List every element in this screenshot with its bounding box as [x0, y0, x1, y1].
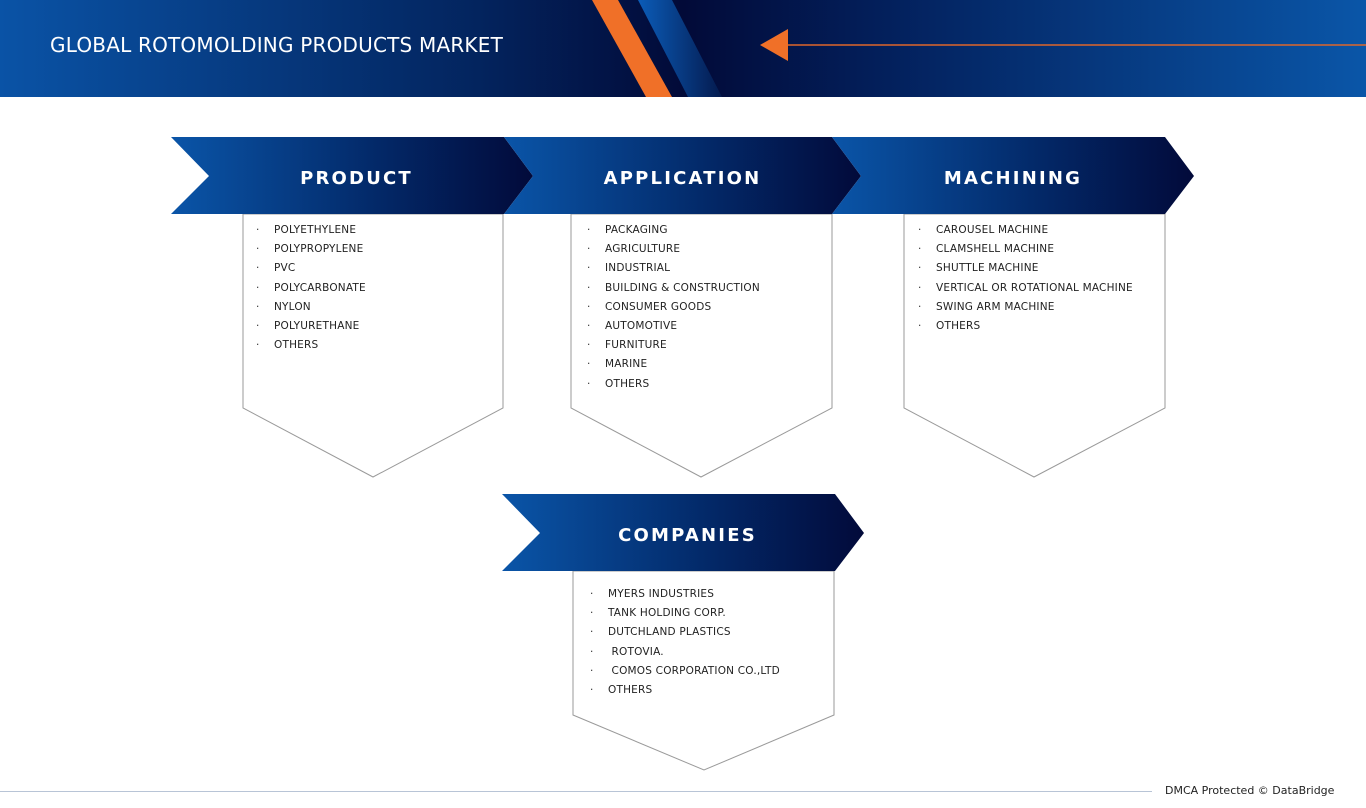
footer-copyright: DMCA Protected © DataBridge — [1165, 784, 1335, 797]
list-item: CLAMSHELL MACHINE — [918, 240, 1133, 259]
header-decoration — [592, 0, 1366, 97]
product-list: POLYETHYLENE POLYPROPYLENE PVC POLYCARBO… — [256, 221, 366, 356]
list-item: BUILDING & CONSTRUCTION — [587, 279, 760, 298]
list-item: NYLON — [256, 298, 366, 317]
list-item: COMOS CORPORATION CO.,LTD — [590, 662, 780, 681]
list-item: OTHERS — [590, 681, 780, 700]
list-item: MYERS INDUSTRIES — [590, 585, 780, 604]
list-item: ROTOVIA. — [590, 643, 780, 662]
list-item: TANK HOLDING CORP. — [590, 604, 780, 623]
application-chevron — [504, 137, 861, 214]
list-item: AUTOMOTIVE — [587, 317, 760, 336]
machining-heading: MACHINING — [943, 168, 1083, 189]
list-item: POLYURETHANE — [256, 317, 366, 336]
list-item: OTHERS — [918, 317, 1133, 336]
list-item: CONSUMER GOODS — [587, 298, 760, 317]
application-list: PACKAGING AGRICULTURE INDUSTRIAL BUILDIN… — [587, 221, 760, 394]
page-title: GLOBAL ROTOMOLDING PRODUCTS MARKET — [50, 33, 504, 57]
machining-list: CAROUSEL MACHINE CLAMSHELL MACHINE SHUTT… — [918, 221, 1133, 336]
list-item: OTHERS — [587, 375, 760, 394]
blue-stripe-decoration — [638, 0, 722, 97]
companies-chevron — [502, 494, 864, 571]
list-item: SWING ARM MACHINE — [918, 298, 1133, 317]
footer-divider — [0, 791, 1152, 792]
product-heading: PRODUCT — [300, 168, 413, 189]
list-item: DUTCHLAND PLASTICS — [590, 623, 780, 642]
list-item: PACKAGING — [587, 221, 760, 240]
application-heading: APPLICATION — [603, 168, 762, 189]
companies-list: MYERS INDUSTRIES TANK HOLDING CORP. DUTC… — [590, 585, 780, 700]
machining-chevron — [832, 137, 1194, 214]
header-banner: GLOBAL ROTOMOLDING PRODUCTS MARKET — [0, 0, 1366, 97]
product-chevron — [171, 137, 533, 214]
list-item: PVC — [256, 259, 366, 278]
list-item: FURNITURE — [587, 336, 760, 355]
list-item: POLYPROPYLENE — [256, 240, 366, 259]
companies-heading: COMPANIES — [618, 525, 757, 546]
list-item: INDUSTRIAL — [587, 259, 760, 278]
list-item: SHUTTLE MACHINE — [918, 259, 1133, 278]
list-item: AGRICULTURE — [587, 240, 760, 259]
arrow-left-icon — [760, 29, 788, 61]
list-item: MARINE — [587, 355, 760, 374]
list-item: CAROUSEL MACHINE — [918, 221, 1133, 240]
list-item: POLYETHYLENE — [256, 221, 366, 240]
list-item: OTHERS — [256, 336, 366, 355]
list-item: POLYCARBONATE — [256, 279, 366, 298]
list-item: VERTICAL OR ROTATIONAL MACHINE — [918, 279, 1133, 298]
orange-stripe-decoration — [592, 0, 672, 97]
